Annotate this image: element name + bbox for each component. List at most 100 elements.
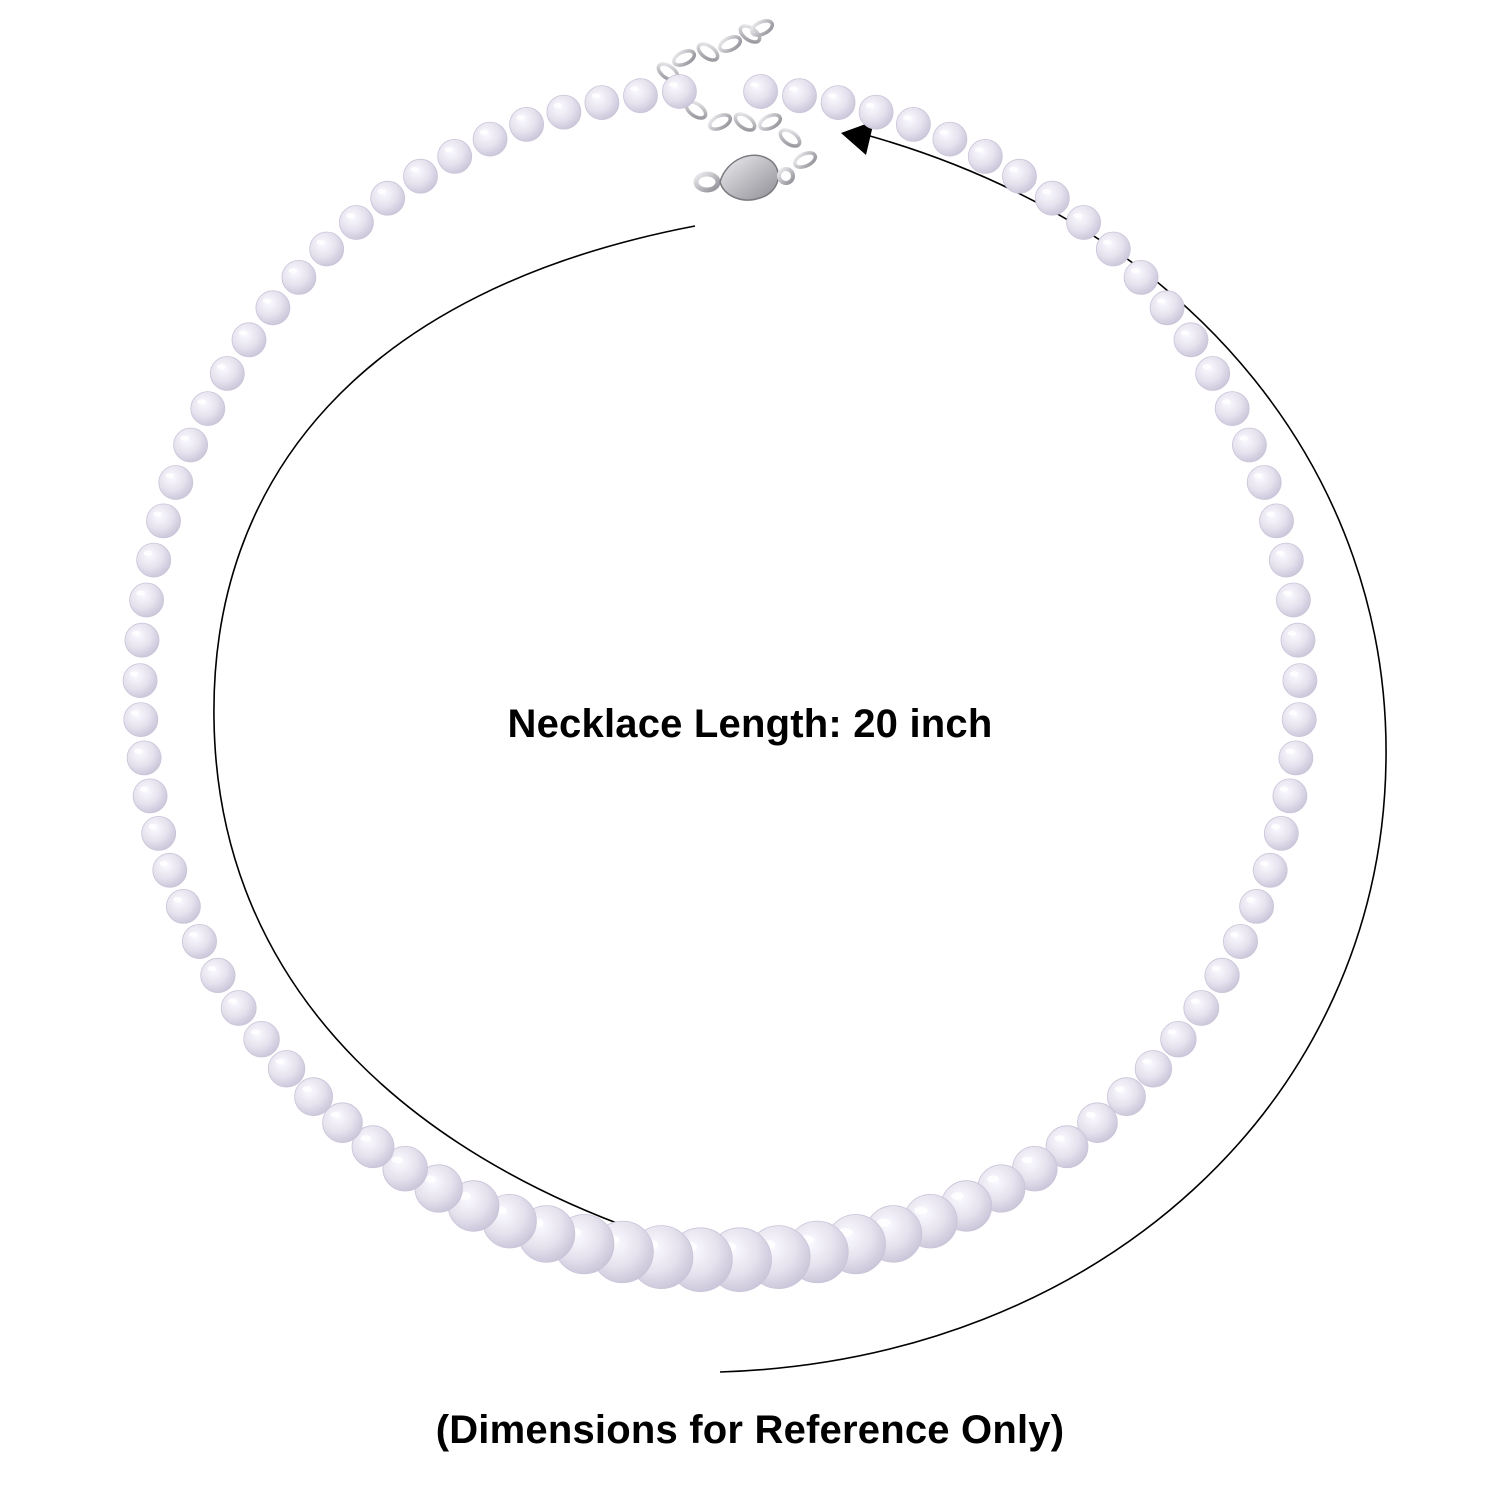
bead-highlight xyxy=(302,1086,312,1092)
bead-highlight xyxy=(424,1175,437,1183)
bead xyxy=(152,852,188,888)
bead-highlight xyxy=(131,630,141,636)
bead-highlight xyxy=(939,129,949,135)
bead-highlight xyxy=(827,93,837,99)
bead-highlight xyxy=(1211,965,1221,972)
bead-highlight xyxy=(1283,590,1292,596)
bead-highlight xyxy=(238,330,248,336)
bead-highlight xyxy=(1285,748,1295,754)
bead xyxy=(1276,582,1311,618)
bead-highlight xyxy=(750,82,759,88)
bead-highlight xyxy=(1142,1058,1152,1065)
bead-highlight xyxy=(316,239,326,245)
bead-highlight xyxy=(951,1192,964,1200)
bead xyxy=(782,78,817,114)
bead xyxy=(129,582,165,618)
bead-highlight xyxy=(1042,188,1051,194)
bead xyxy=(338,205,374,240)
bead xyxy=(200,957,236,994)
chain-link xyxy=(792,151,818,169)
bead-highlight xyxy=(1167,1029,1177,1035)
chain-link xyxy=(671,49,697,67)
bead-highlight xyxy=(1180,330,1190,336)
bead xyxy=(231,322,267,358)
bead xyxy=(743,74,778,109)
chain-link xyxy=(733,112,757,132)
bead-highlight xyxy=(139,786,149,792)
bead-highlight xyxy=(876,1218,891,1227)
bead-highlight xyxy=(143,550,153,556)
bead xyxy=(132,778,168,814)
bead xyxy=(967,138,1003,174)
bead xyxy=(509,107,544,142)
bead-highlight xyxy=(1239,435,1248,441)
bead xyxy=(220,990,257,1026)
bead-highlight xyxy=(180,435,189,441)
bead xyxy=(1095,231,1131,267)
bead xyxy=(1232,427,1267,463)
bead-highlight xyxy=(275,1058,285,1065)
bead-highlight xyxy=(377,188,387,194)
bead xyxy=(820,85,856,120)
bead xyxy=(1214,391,1250,427)
bead xyxy=(165,889,201,924)
bead-highlight xyxy=(217,364,226,370)
bead xyxy=(623,78,658,114)
bead-highlight xyxy=(865,102,875,108)
bead-highlight xyxy=(1287,630,1297,636)
bead xyxy=(1272,778,1308,814)
bead xyxy=(1263,816,1299,851)
bead-highlight xyxy=(1156,298,1166,304)
bead xyxy=(437,138,473,174)
bead-highlight xyxy=(1073,213,1082,219)
bead-highlight xyxy=(914,1206,928,1215)
chain-link xyxy=(778,128,802,148)
bead-highlight xyxy=(1190,998,1200,1004)
measurement-arrows xyxy=(213,135,1387,1373)
bead xyxy=(1259,503,1294,539)
clasp-body xyxy=(719,154,780,201)
bead-highlight xyxy=(1202,364,1212,370)
bead-highlight xyxy=(1276,550,1285,556)
bead-highlight xyxy=(789,86,798,92)
bead-highlight xyxy=(136,590,145,596)
bead xyxy=(584,85,620,120)
bead xyxy=(281,259,317,295)
bead-highlight xyxy=(173,897,182,903)
chain-link xyxy=(717,35,743,53)
bead-strand xyxy=(122,74,1318,1292)
bead-highlight xyxy=(903,115,912,121)
bead xyxy=(1160,1020,1197,1058)
bead-highlight xyxy=(1254,473,1263,479)
bead xyxy=(1034,180,1070,216)
bead-highlight xyxy=(1271,824,1280,830)
bead xyxy=(896,107,931,142)
bead xyxy=(932,121,968,157)
bead xyxy=(858,94,894,130)
bead-highlight xyxy=(262,298,272,304)
bead xyxy=(122,663,158,698)
bead xyxy=(1252,852,1288,888)
chain-link xyxy=(707,113,733,131)
bead-highlight xyxy=(288,268,298,274)
bead xyxy=(1123,259,1159,295)
dimensions-disclaimer: (Dimensions for Reference Only) xyxy=(435,1408,1065,1452)
bead-highlight xyxy=(410,166,419,172)
bead-highlight xyxy=(1115,1086,1125,1092)
bead-highlight xyxy=(207,965,217,972)
bead-highlight xyxy=(1103,239,1112,245)
bead xyxy=(1280,622,1316,658)
bead xyxy=(1173,322,1209,358)
jump-ring xyxy=(693,171,721,193)
bead xyxy=(1195,356,1231,391)
bead xyxy=(173,427,209,463)
bead xyxy=(546,94,582,130)
bead-highlight xyxy=(479,129,489,135)
bead-highlight xyxy=(975,147,984,153)
chain-link xyxy=(749,19,775,37)
bead-highlight xyxy=(591,93,601,99)
bead-highlight xyxy=(1289,710,1298,716)
bead-highlight xyxy=(1260,860,1269,867)
bead xyxy=(1246,465,1282,500)
